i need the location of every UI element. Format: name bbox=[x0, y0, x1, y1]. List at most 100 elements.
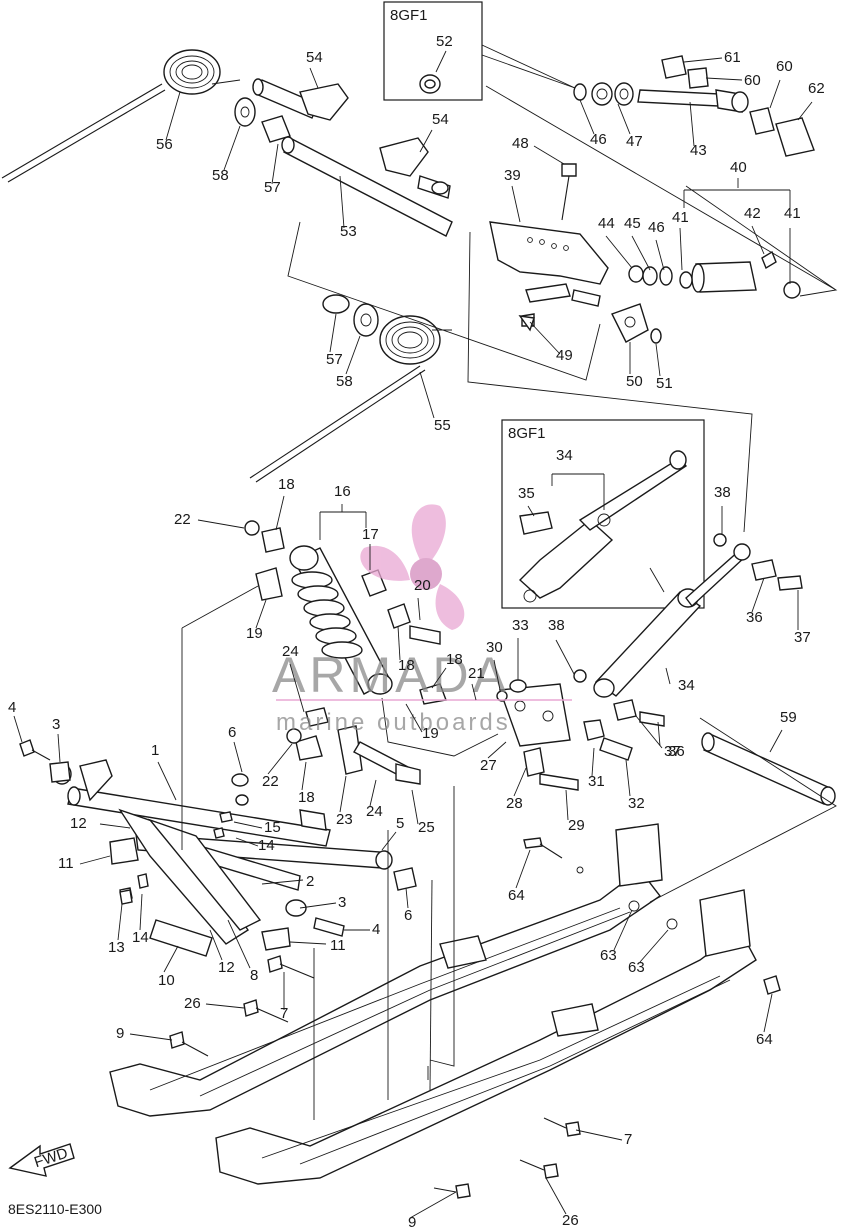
callout-14: 14 bbox=[132, 929, 149, 946]
leader-line-44 bbox=[605, 235, 633, 269]
leader-line-63 bbox=[639, 929, 669, 963]
callout-46: 46 bbox=[648, 219, 665, 236]
shaft-43-group bbox=[573, 55, 815, 157]
bolt-13 bbox=[119, 889, 133, 905]
leader-line-32 bbox=[625, 759, 631, 797]
leader-line-59 bbox=[769, 729, 783, 753]
leader-line-6 bbox=[233, 741, 243, 773]
leader-line-12 bbox=[209, 929, 223, 961]
callout-19: 19 bbox=[422, 725, 439, 742]
callout-37: 37 bbox=[794, 629, 811, 646]
leader-line-18 bbox=[275, 495, 285, 531]
guide-frame-39 bbox=[467, 231, 753, 533]
bolt-20 bbox=[409, 625, 441, 645]
callout-15: 15 bbox=[264, 819, 281, 836]
washer-58-lower bbox=[353, 303, 379, 337]
inset-top-title: 8GF1 bbox=[390, 7, 428, 24]
leader-line-26 bbox=[545, 1177, 567, 1215]
callout-60: 60 bbox=[776, 58, 793, 75]
callout-5: 5 bbox=[396, 815, 404, 832]
leader-line-34 bbox=[665, 667, 671, 685]
leader-line-57 bbox=[329, 313, 337, 353]
callout-9: 9 bbox=[408, 1214, 416, 1227]
slide-rail-left bbox=[109, 823, 663, 1117]
leader-line-64 bbox=[763, 993, 773, 1033]
shock-absorber-16 bbox=[289, 545, 393, 695]
callout-layer: 1233445667789910111112121314141516171818… bbox=[8, 49, 825, 1227]
leader-line-62 bbox=[797, 101, 813, 121]
clip-51 bbox=[650, 328, 662, 344]
leader-line-56 bbox=[165, 91, 181, 141]
shaft-53 bbox=[252, 78, 453, 237]
bolt-26-upper bbox=[243, 999, 259, 1017]
callout-10: 10 bbox=[158, 972, 175, 989]
callout-25: 25 bbox=[418, 819, 435, 836]
callout-21: 21 bbox=[468, 665, 485, 682]
callout-14: 14 bbox=[258, 837, 275, 854]
ref-line-2 bbox=[181, 585, 259, 629]
leader-line-39 bbox=[511, 185, 521, 223]
watermark-brand: ARMADA bbox=[272, 647, 510, 703]
inset-box-mid: 8GF1 bbox=[501, 419, 705, 609]
callout-37: 37 bbox=[664, 743, 681, 760]
callout-34-inset: 34 bbox=[556, 447, 573, 464]
leader-line-23 bbox=[339, 775, 347, 813]
leader-line-8 bbox=[227, 919, 251, 969]
leader-line-46 bbox=[655, 239, 665, 271]
leader-line-64 bbox=[515, 849, 531, 889]
callout-61: 61 bbox=[724, 49, 741, 66]
callout-54: 54 bbox=[306, 49, 323, 66]
leader-line-22 bbox=[197, 519, 245, 529]
leader-line-21 bbox=[471, 683, 477, 701]
callout-23: 23 bbox=[336, 811, 353, 828]
callout-13: 13 bbox=[108, 939, 125, 956]
leader-line-53 bbox=[339, 175, 345, 229]
callout-6: 6 bbox=[404, 907, 412, 924]
bushing-19-upper bbox=[255, 567, 283, 601]
callout-7: 7 bbox=[280, 1005, 288, 1022]
leader-line-49 bbox=[529, 321, 561, 355]
leader-line-4 bbox=[13, 715, 23, 743]
leader-line-10 bbox=[163, 945, 179, 973]
callout-44: 44 bbox=[598, 215, 615, 232]
callout-6: 6 bbox=[228, 724, 236, 741]
callout-30: 30 bbox=[486, 639, 503, 656]
leader-line-60 bbox=[705, 77, 743, 81]
collar-54-upper bbox=[299, 83, 349, 121]
callout-53: 53 bbox=[340, 223, 357, 240]
leader-line-48 bbox=[533, 145, 565, 165]
leader-line-37 bbox=[657, 721, 661, 747]
bolt-7-upper bbox=[267, 955, 283, 973]
washer-58-upper bbox=[234, 97, 256, 127]
bracket-39 bbox=[489, 221, 609, 327]
inset-box-top: 8GF1 52 bbox=[383, 1, 576, 101]
leader-line-3 bbox=[57, 733, 61, 763]
leader-line-24 bbox=[289, 663, 305, 713]
leader-line-57 bbox=[271, 143, 279, 185]
callout-31: 31 bbox=[588, 773, 605, 790]
callout-27: 27 bbox=[480, 757, 497, 774]
callout-40: 40 bbox=[730, 159, 747, 176]
callout-48: 48 bbox=[512, 135, 529, 152]
callout-63: 63 bbox=[628, 959, 645, 976]
leader-line-18 bbox=[301, 761, 307, 791]
callout-60: 60 bbox=[744, 72, 761, 89]
leader-line-12 bbox=[99, 823, 131, 829]
callout-35: 35 bbox=[518, 485, 535, 502]
callout-11: 11 bbox=[330, 937, 346, 954]
callout-3: 3 bbox=[52, 716, 60, 733]
callout-58: 58 bbox=[336, 373, 353, 390]
leader-line-7 bbox=[575, 1129, 623, 1141]
leader-line-43 bbox=[689, 101, 695, 147]
leader-line-9 bbox=[129, 1033, 173, 1041]
slide-rail-right bbox=[215, 889, 781, 1199]
callout-50: 50 bbox=[626, 373, 643, 390]
leader-line-47 bbox=[617, 103, 631, 135]
ref-line-8 bbox=[649, 717, 837, 903]
leader-line-41 bbox=[679, 227, 683, 271]
callout-62: 62 bbox=[808, 80, 825, 97]
diagram-code: 8ES2110-E300 bbox=[8, 1201, 102, 1217]
leader-line-30 bbox=[493, 659, 501, 691]
leader-line-26 bbox=[205, 1003, 245, 1009]
leader-line-11 bbox=[289, 941, 327, 945]
